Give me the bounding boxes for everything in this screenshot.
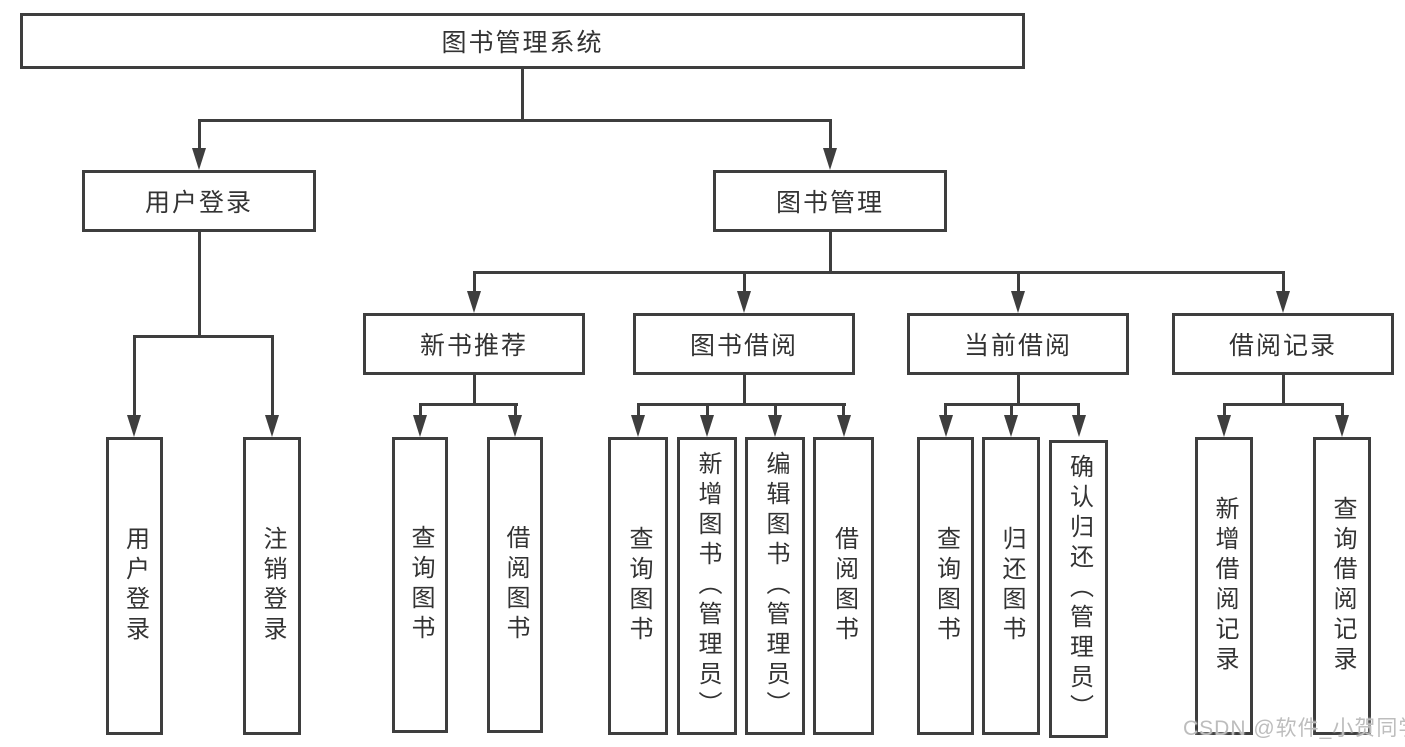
arrow-down-icon	[413, 415, 427, 437]
connector-root-stem	[521, 69, 524, 119]
arrow-down-icon	[1335, 415, 1349, 437]
node-book-borrowing: 图书借阅	[633, 313, 855, 375]
connector-stub	[513, 403, 517, 415]
node-borrow-books: 借阅图书	[813, 437, 874, 735]
node-query-books-recommend: 查询图书	[392, 437, 448, 733]
connector-drop-borrow-records	[1281, 271, 1285, 291]
node-label: 借阅图书	[830, 526, 858, 646]
arrow-down-icon	[737, 291, 751, 313]
connector-drop-login	[132, 335, 136, 415]
connector-book-borrow-stem	[742, 375, 746, 403]
node-logout: 注销登录	[243, 437, 301, 735]
node-current-borrowing: 当前借阅	[907, 313, 1129, 375]
arrow-down-icon	[823, 148, 837, 170]
node-label: 新增借阅记录	[1211, 496, 1238, 676]
node-borrowing-records: 借阅记录	[1172, 313, 1394, 375]
connector-drop-user-login	[197, 119, 201, 148]
node-new-book-recommendation: 新书推荐	[363, 313, 585, 375]
connector-new-book-stem	[472, 375, 476, 403]
connector-drop-book-management	[828, 119, 832, 148]
connector-stub	[418, 403, 422, 415]
connector-drop-current-borrow	[1016, 271, 1020, 291]
node-query-borrow-record: 查询借阅记录	[1313, 437, 1371, 735]
node-label: 编辑图书（管理员）	[762, 451, 789, 721]
node-query-books-current: 查询图书	[917, 437, 974, 735]
arrow-down-icon	[1276, 291, 1290, 313]
node-user-login-leaf: 用户登录	[106, 437, 163, 735]
connector-stub	[1222, 403, 1226, 415]
node-label: 确认归还（管理员）	[1065, 454, 1093, 724]
connector-book-borrow-rail	[636, 403, 846, 406]
node-label: 用户登录	[121, 526, 149, 646]
arrow-down-icon	[836, 415, 851, 437]
node-label: 借阅图书	[502, 525, 529, 645]
node-library-management-system: 图书管理系统	[20, 13, 1025, 69]
connector-drop-new-book	[472, 271, 476, 291]
connector-stub	[1009, 403, 1013, 415]
arrow-down-icon	[1071, 415, 1086, 437]
connector-user-login-rail	[132, 335, 274, 338]
arrow-down-icon	[265, 415, 279, 437]
arrow-down-icon	[1004, 415, 1018, 437]
node-query-books-borrowing: 查询图书	[608, 437, 668, 735]
connector-level3-rail	[472, 271, 1285, 274]
node-label: 查询图书	[932, 526, 960, 646]
connector-borrow-records-rail	[1222, 403, 1344, 406]
node-label: 注销登录	[259, 526, 286, 646]
node-label: 新增图书（管理员）	[694, 451, 721, 721]
connector-level2-rail	[197, 119, 832, 122]
arrow-down-icon	[192, 148, 206, 170]
arrow-down-icon	[1217, 415, 1231, 437]
node-edit-books-admin: 编辑图书（管理员）	[745, 437, 805, 735]
arrow-down-icon	[508, 415, 522, 437]
connector-stub	[705, 403, 709, 415]
node-add-borrow-record: 新增借阅记录	[1195, 437, 1253, 735]
connector-stub	[944, 403, 947, 415]
connector-stub	[842, 403, 845, 415]
node-label: 查询图书	[625, 526, 652, 646]
node-return-books: 归还图书	[982, 437, 1040, 735]
csdn-watermark: CSDN @软件_小贺同学	[1183, 717, 1405, 740]
arrow-down-icon	[467, 291, 481, 313]
connector-user-login-stem	[197, 232, 201, 335]
connector-stub	[636, 403, 640, 415]
arrow-down-icon	[127, 415, 141, 437]
node-book-management: 图书管理	[713, 170, 947, 232]
node-label: 归还图书	[998, 526, 1025, 646]
connector-book-management-stem	[828, 232, 832, 271]
connector-new-book-rail	[418, 403, 518, 406]
connector-stub	[1077, 403, 1080, 415]
connector-current-borrow-stem	[1016, 375, 1020, 403]
arrow-down-icon	[1011, 291, 1025, 313]
node-user-login: 用户登录	[82, 170, 316, 232]
node-confirm-return-admin: 确认归还（管理员）	[1049, 440, 1108, 738]
arrow-down-icon	[631, 415, 645, 437]
connector-stub	[773, 403, 777, 415]
node-add-books-admin: 新增图书（管理员）	[677, 437, 737, 735]
connector-borrow-records-stem	[1281, 375, 1285, 403]
arrow-down-icon	[768, 415, 782, 437]
arrow-down-icon	[938, 415, 953, 437]
node-label: 查询借阅记录	[1329, 496, 1356, 676]
node-borrow-books-recommend: 借阅图书	[487, 437, 543, 733]
connector-stub	[1340, 403, 1344, 415]
arrow-down-icon	[700, 415, 714, 437]
connector-drop-book-borrow	[742, 271, 746, 291]
node-label: 查询图书	[407, 525, 434, 645]
connector-drop-logout	[270, 335, 274, 415]
